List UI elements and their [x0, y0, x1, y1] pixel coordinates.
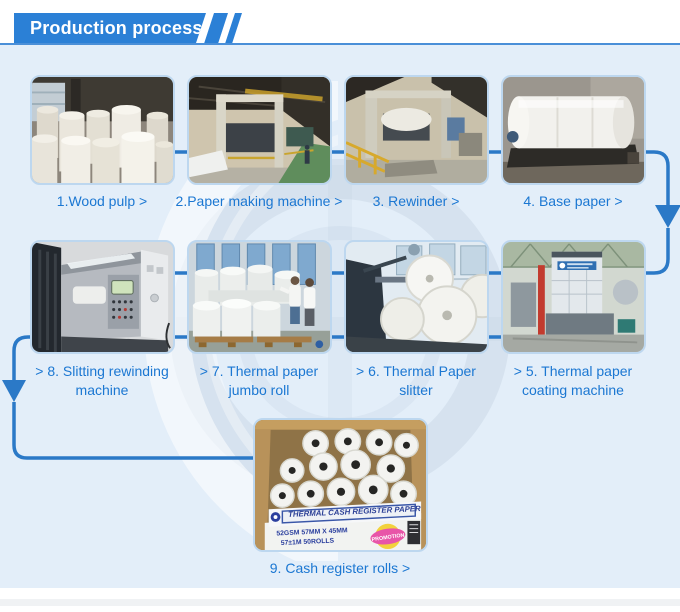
box-spec-text: 52GSM 57MM X 45MM 57±1M 50ROLLS [276, 527, 348, 547]
box-spec-line2: 57±1M 50ROLLS [281, 538, 335, 547]
photo-thermal-paper-coating-machine [501, 240, 646, 354]
red-column [538, 265, 545, 335]
pallets [194, 336, 312, 348]
white-paper-rolls [380, 254, 487, 346]
caption-step-3: 3. Rewinder > [372, 193, 460, 209]
header-underline [0, 43, 680, 45]
photo-wood-pulp [30, 75, 175, 185]
banner-stripe-icon [204, 13, 228, 43]
rewinder-machine [365, 90, 483, 158]
photo-rewinder [344, 75, 489, 185]
promo-text: PROMOTION [371, 533, 405, 544]
down-arrow-icon [2, 380, 26, 402]
caption-step-9: 9. Cash register rolls > [269, 560, 411, 576]
wrapped-roll-stacks [192, 264, 300, 337]
roll-stand [506, 144, 640, 168]
caption-step-5: > 5. Thermal paper coating machine [513, 363, 633, 398]
caption-step-4: 4. Base paper > [523, 193, 623, 209]
slitter-machine-body [61, 251, 141, 341]
photo-slitting-rewinding-machine [30, 240, 175, 354]
section-title: Production process [30, 17, 203, 38]
caption-step-7: > 7. Thermal paper jumbo roll [199, 363, 319, 398]
caption-step-8: > 8. Slitting rewinding machine [35, 363, 169, 398]
page-bottom-divider [0, 599, 680, 606]
down-arrow-icon [655, 205, 680, 228]
box-spec-line1: 52GSM 57MM X 45MM [276, 527, 348, 537]
photo-cash-register-rolls: THERMAL CASH REGISTER PAPER 52GSM 57MM X… [253, 418, 428, 552]
jumbo-paper-roll [507, 96, 635, 149]
control-cabinet [140, 249, 169, 341]
flow-connectors [2, 150, 680, 460]
banner-stripe-icon [225, 13, 242, 43]
coating-tower [551, 251, 603, 314]
promo-sticker: PROMOTION [370, 523, 406, 550]
photo-paper-making-machine [187, 75, 332, 185]
paper-rolls-in-box [269, 428, 419, 509]
box-label-strip: THERMAL CASH REGISTER PAPER [268, 501, 421, 527]
section-title-banner: Production process [14, 13, 206, 43]
process-diagram: THERMAL CASH REGISTER PAPER 52GSM 57MM X… [0, 45, 680, 588]
paper-roll-stacks [32, 104, 173, 183]
photo-base-paper-roll [501, 75, 646, 185]
caption-step-1: 1.Wood pulp > [56, 193, 148, 209]
workers [279, 276, 316, 326]
photo-thermal-paper-slitter [344, 240, 489, 354]
machine-frame [216, 94, 314, 168]
caption-step-2: 2.Paper making machine > [175, 193, 343, 209]
photo-thermal-paper-jumbo-rolls [187, 240, 332, 354]
caption-step-6: > 6. Thermal Paper slitter [356, 363, 476, 398]
yellow-railing [346, 141, 390, 175]
